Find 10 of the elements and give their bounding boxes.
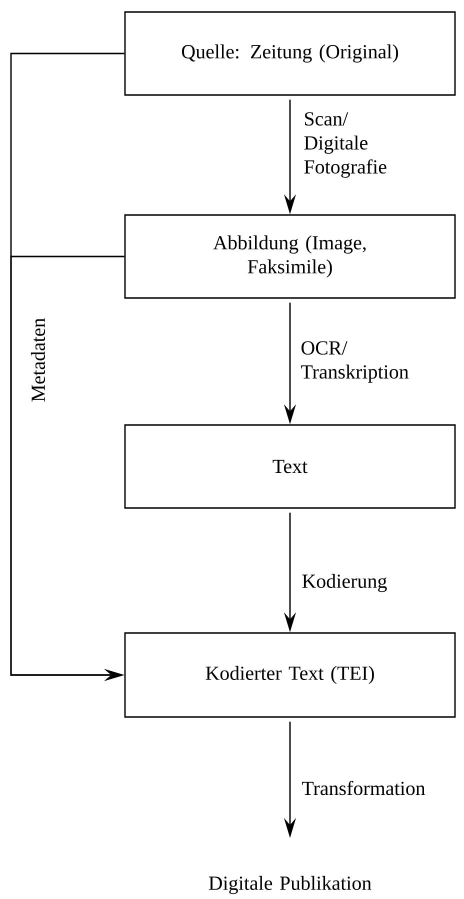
edge-label: OCR/ Transkription	[301, 341, 409, 383]
edge-label: Transformation	[302, 780, 426, 796]
edge-label: Scan/ Digitale Fotografie	[304, 112, 386, 178]
edge-label: Kodierung	[302, 574, 387, 592]
output-text: Digitale Publikation	[208, 876, 372, 894]
process-box: Kodierter Text (TEI)	[124, 632, 456, 718]
process-box: Abbildung (Image, Faksimile)	[124, 214, 456, 299]
process-box: Quelle: Zeitung (Original)	[124, 11, 456, 96]
process-box: Text	[124, 424, 456, 509]
edge-label: Metadaten	[30, 316, 46, 404]
